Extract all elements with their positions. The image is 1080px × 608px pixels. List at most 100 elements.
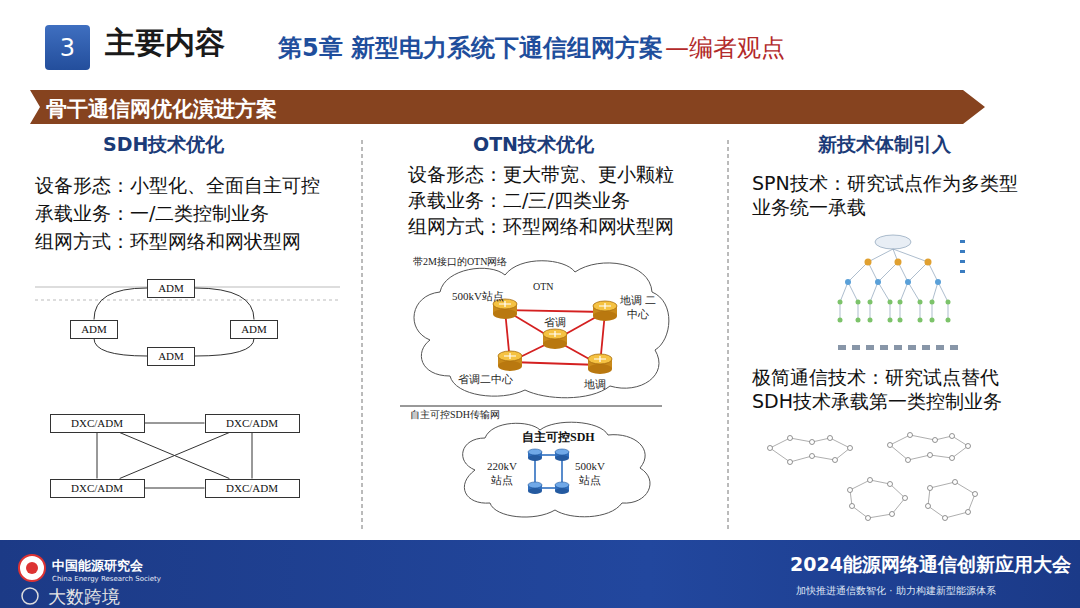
network-dot [768, 433, 978, 521]
spn-terminal [880, 345, 888, 350]
text-label: —编者观点 [665, 33, 785, 63]
banner-text: 骨干通信网优化演进方案 [46, 95, 277, 123]
section-number: 3 [45, 25, 90, 70]
text-label: 组网方式：环型网络和网状型网 [408, 215, 674, 239]
spn-terminal [852, 345, 860, 350]
rule-line [35, 300, 340, 301]
network-dot [888, 443, 893, 448]
network-dot [833, 458, 838, 463]
spn-device [918, 300, 923, 305]
text-label: 新技术体制引入 [818, 133, 951, 157]
network-element-box: ADM [230, 320, 278, 339]
spn-terminal [866, 345, 874, 350]
footer-text: 中国能源研究会 [52, 557, 143, 575]
spn-legend-mark [960, 240, 965, 243]
box-label: DXC/ADM [71, 482, 123, 494]
text-label: 500kV站点 [452, 290, 504, 304]
spn-device [888, 318, 893, 323]
spn-device [838, 300, 843, 305]
network-link [94, 288, 147, 320]
text-label: 地调 [584, 378, 606, 392]
column-divider [728, 140, 729, 530]
spn-legend-mark [960, 250, 965, 253]
spn-terminal [908, 345, 916, 350]
network-dot [908, 433, 913, 438]
network-dot [950, 434, 955, 439]
footer-text: China Energy Research Society [52, 575, 161, 583]
network-link [145, 423, 205, 424]
spn-device [845, 279, 851, 285]
network-link [195, 288, 254, 320]
spn-device [918, 318, 923, 323]
network-dot [810, 454, 815, 459]
network-dot [966, 510, 971, 515]
spn-device [925, 259, 932, 266]
spn-device [875, 279, 881, 285]
router-icon [555, 449, 569, 461]
text-label: 220kV 站点 [484, 460, 520, 488]
router-icon [555, 482, 569, 494]
spn-device [946, 300, 951, 305]
network-link [145, 488, 205, 489]
simple-network [928, 482, 975, 518]
network-element-box: DXC/ADM [50, 479, 145, 498]
column-divider [362, 140, 363, 530]
box-label: ADM [241, 323, 267, 335]
spn-device [898, 300, 903, 305]
text-label: 设备形态：更大带宽、更小颗粒 [408, 163, 674, 187]
text-label: 自主可控SDH传输网 [410, 409, 500, 422]
spn-device [868, 318, 873, 323]
network-link [94, 339, 147, 357]
network-dot [953, 480, 958, 485]
spn-device [838, 318, 843, 323]
spn-device [868, 300, 873, 305]
spn-terminal [936, 345, 944, 350]
column-divider [362, 140, 728, 530]
network-link [195, 339, 254, 357]
text-label: 省调 [544, 316, 566, 330]
section-banner: 骨干通信网优化演进方案 [30, 86, 985, 128]
router-icon [543, 329, 567, 349]
network-dot [768, 446, 773, 451]
footer-band: 中国能源研究会China Energy Research Society2024… [0, 540, 1080, 608]
spn-device [856, 300, 861, 305]
spn-device [856, 318, 861, 323]
simple-network [770, 435, 975, 518]
network-link [252, 433, 253, 479]
spn-device [838, 300, 951, 323]
network-element-box: ADM [70, 320, 118, 339]
network-link [120, 433, 230, 479]
cloud-outline [414, 261, 669, 398]
box-label: ADM [81, 323, 107, 335]
text-label: 大数跨境 [48, 586, 120, 608]
network-dot [848, 446, 853, 451]
text-label: SDH技术优化 [103, 133, 224, 157]
box-label: DXC/ADM [226, 482, 278, 494]
text-label: 极简通信技术：研究试点替代SDH技术承载第一类控制业务 [752, 366, 1014, 414]
simple-network [850, 480, 905, 518]
spn-terminal [922, 345, 930, 350]
network-dot [848, 488, 853, 493]
spn-device [946, 318, 951, 323]
society-logo [19, 555, 45, 581]
cloud-outline [463, 422, 650, 517]
spn-device [930, 318, 935, 323]
text-label: 500kV 站点 [572, 460, 608, 488]
network-element-box: ADM [147, 279, 195, 298]
spn-terminal [838, 345, 846, 350]
router-icon [593, 301, 617, 321]
text-label: OTN [533, 281, 554, 294]
rule-line [400, 406, 662, 407]
router-icon [498, 351, 522, 371]
spn-legend-mark [960, 260, 965, 263]
network-dot [928, 453, 933, 458]
spn-terminal [838, 345, 958, 350]
router-icon [528, 482, 542, 494]
spn-topology [840, 235, 948, 320]
network-dot [950, 456, 955, 461]
simple-network [890, 435, 968, 460]
spn-terminal [894, 345, 902, 350]
box-label: DXC/ADM [226, 417, 278, 429]
network-dot [788, 460, 793, 465]
